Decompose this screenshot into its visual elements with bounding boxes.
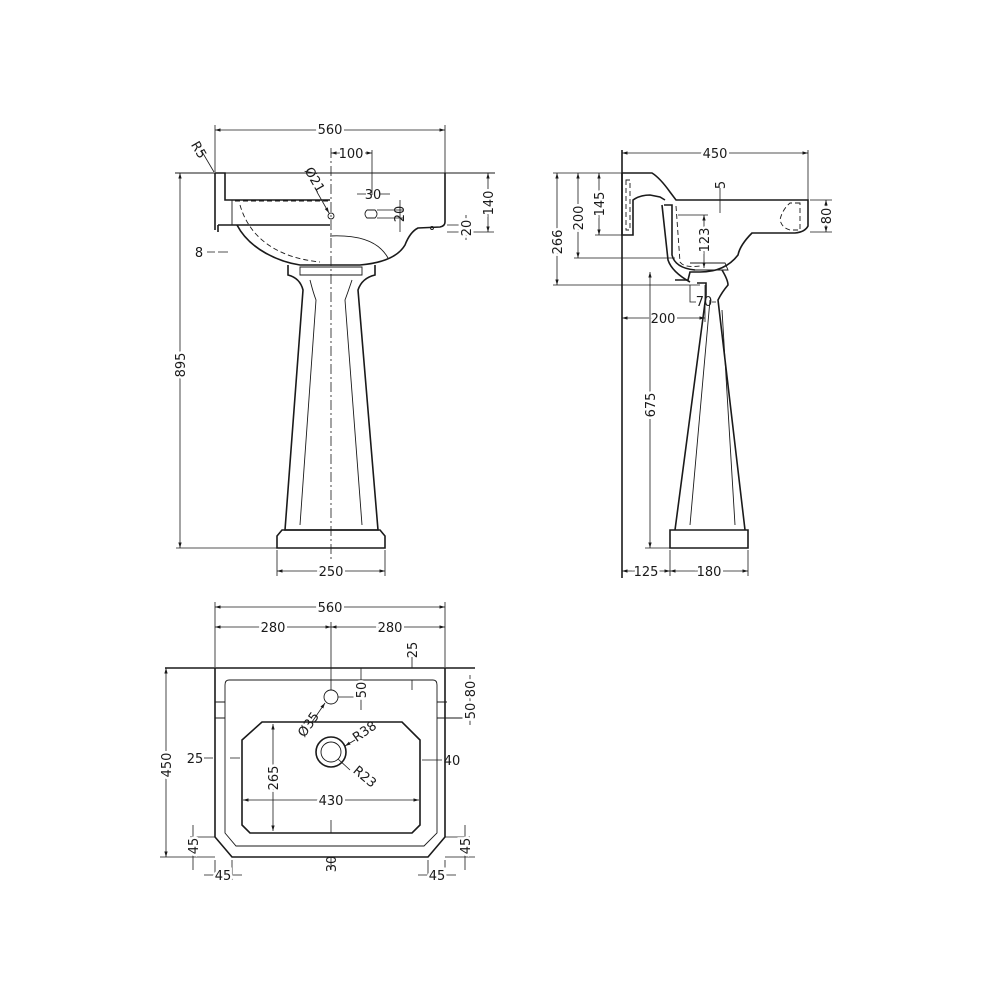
side-basin-outline [621, 172, 809, 283]
side-view: 450 266 200 145 5 123 80 70 200 675 125 … [549, 145, 838, 583]
dim-bowl-depth: 123 [698, 228, 713, 253]
dim-side-145: 145 [593, 192, 608, 217]
dim-base-offset: 125 [634, 565, 659, 580]
dim-tap-offset: 50 [355, 682, 370, 699]
dim-top-depth: 450 [160, 753, 175, 778]
dim-total-height: 895 [174, 353, 189, 378]
dim-rim-lip: 20 [460, 220, 475, 237]
dim-side-margin-left: 25 [187, 752, 204, 767]
front-pedestal [276, 265, 386, 549]
dim-chamfer-right-v: 45 [459, 838, 474, 855]
dim-waste-inner-radius: R23 [350, 763, 379, 791]
dim-overflow-height: 20 [393, 206, 408, 223]
dim-tap-hole-offset: 100 [339, 147, 364, 162]
tap-hole [323, 689, 339, 705]
dim-side-200: 200 [572, 206, 587, 231]
dim-waste-70: 70 [696, 295, 713, 310]
dim-front-tap-diameter: Ø21 [301, 165, 327, 196]
dim-bowl-depth-top: 265 [267, 766, 282, 791]
dim-overflow-width: 30 [365, 188, 382, 203]
dim-chamfer-left-v: 45 [187, 838, 202, 855]
waste-outer [315, 736, 347, 768]
dim-rim-height: 140 [482, 191, 497, 216]
dim-top-80: 80 [464, 681, 479, 698]
top-view: 560 280 280 25 50 80 50 Ø35 R38 R23 25 4… [158, 599, 482, 887]
dim-pedestal-base: 250 [319, 565, 344, 580]
dim-base-depth: 180 [697, 565, 722, 580]
waste-inner [320, 741, 342, 763]
dim-chamfer-right-h: 45 [429, 869, 446, 884]
dim-tap-diameter: Ø35 [295, 710, 323, 741]
front-dimensions: 560 R5 100 Ø21 30 20 140 20 8 895 250 [172, 121, 500, 583]
dim-bowl-width: 430 [319, 794, 344, 809]
dim-side-margin-right: 40 [444, 754, 461, 769]
front-view: 560 R5 100 Ø21 30 20 140 20 8 895 250 [172, 121, 500, 583]
dim-top-width: 560 [318, 601, 343, 616]
dim-front-radius: R5 [187, 139, 209, 161]
side-dimensions: 450 266 200 145 5 123 80 70 200 675 125 … [549, 145, 838, 583]
front-basin-outline [175, 172, 495, 266]
dim-chamfer-left-h: 45 [215, 869, 232, 884]
dim-half-left: 280 [261, 621, 286, 636]
side-pedestal [669, 269, 749, 549]
dim-side-depth: 450 [703, 147, 728, 162]
dim-side-266: 266 [551, 230, 566, 255]
dim-top-margin: 25 [406, 642, 421, 659]
top-basin-outline [165, 667, 475, 858]
dim-waste-offset: 200 [651, 312, 676, 327]
dim-side-80: 80 [820, 208, 835, 225]
dim-top-50: 50 [464, 703, 479, 720]
dim-front-width: 560 [318, 123, 343, 138]
dim-half-right: 280 [378, 621, 403, 636]
dim-front-margin: 30 [325, 856, 340, 873]
dim-wall-gap: 8 [195, 246, 203, 261]
dim-waste-height: 675 [644, 393, 659, 418]
dim-rim-step: 5 [714, 181, 729, 189]
